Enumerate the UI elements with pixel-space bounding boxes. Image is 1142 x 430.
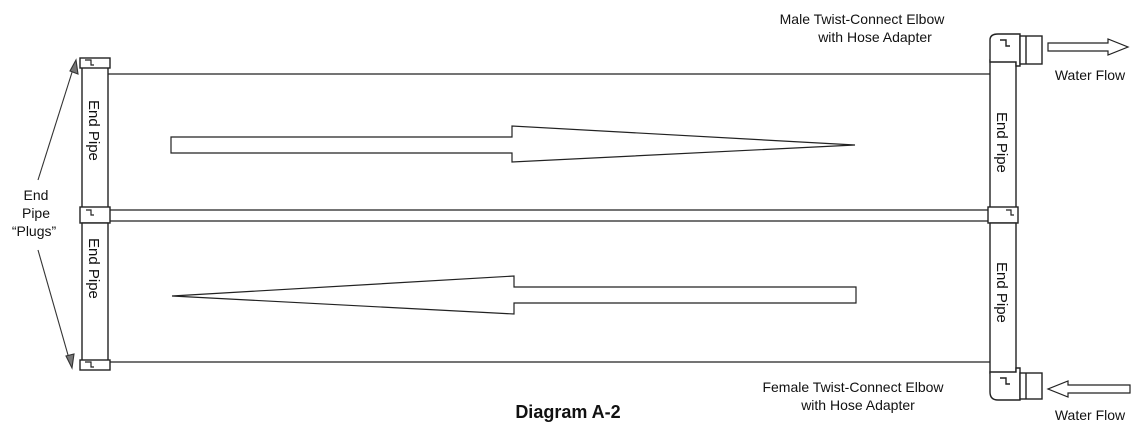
water-flow-out-arrow (1047, 38, 1130, 56)
panel-flow-arrow-right (170, 125, 856, 163)
right-coupler-detail (1006, 209, 1014, 216)
right-end-pipe-bottom-body (989, 222, 1017, 374)
plugs-label-line1: End (24, 187, 49, 203)
plug-pointer-arrows (37, 58, 79, 370)
diagram-title: Diagram A-2 (515, 402, 620, 422)
female-elbow-label-line1: Female Twist-Connect Elbow (762, 379, 944, 395)
left-plug-top-detail (85, 59, 94, 66)
left-end-pipe-top: End Pipe (79, 57, 111, 224)
left-end-pipe-top-body (81, 59, 109, 211)
left-end-pipe-bottom: End Pipe (79, 222, 111, 371)
plug-pointer-down-head (65, 353, 75, 370)
left-end-pipe-bottom-body (81, 222, 109, 364)
male-elbow-label-line2: with Hose Adapter (817, 29, 932, 45)
plug-pointer-up-head (69, 58, 79, 75)
plugs-label-line3: “Plugs” (12, 223, 57, 239)
panel-flow-arrow-left (171, 275, 857, 315)
female-elbow-detail (1000, 377, 1010, 385)
male-elbow-label-line1: Male Twist-Connect Elbow (780, 11, 946, 27)
female-elbow-body (989, 367, 1021, 401)
male-elbow-body (989, 33, 1021, 67)
male-hose-adapter (1019, 35, 1043, 65)
plug-pointer-up-line (37, 65, 75, 181)
female-elbow-fitting (989, 367, 1043, 401)
water-flow-bottom-label: Water Flow (1055, 407, 1126, 423)
left-plug-bottom-cap (79, 359, 111, 371)
water-flow-in-arrow (1046, 380, 1131, 398)
male-elbow-fitting (989, 33, 1043, 67)
right-end-pipe-top-body (989, 59, 1017, 211)
water-flow-top-label: Water Flow (1055, 67, 1126, 83)
left-coupler (79, 206, 111, 224)
male-elbow-detail (1000, 39, 1010, 47)
right-end-pipe-top: End Pipe (987, 59, 1019, 224)
plugs-label-line2: Pipe (22, 205, 50, 221)
left-plug-bottom-detail (85, 361, 94, 368)
left-end-pipe-bottom-label: End Pipe (85, 238, 102, 299)
plug-pointer-down-line (37, 249, 71, 363)
right-end-pipe-top-label: End Pipe (993, 112, 1010, 173)
right-end-pipe-bottom: End Pipe (989, 222, 1017, 374)
left-end-pipe-top-label: End Pipe (85, 100, 102, 161)
female-hose-adapter (1019, 372, 1043, 400)
female-elbow-label-line2: with Hose Adapter (800, 397, 915, 413)
panel-top (108, 73, 990, 211)
left-plug-top-cap (79, 57, 111, 69)
right-end-pipe-bottom-label: End Pipe (993, 262, 1010, 323)
left-coupler-detail (86, 209, 94, 216)
